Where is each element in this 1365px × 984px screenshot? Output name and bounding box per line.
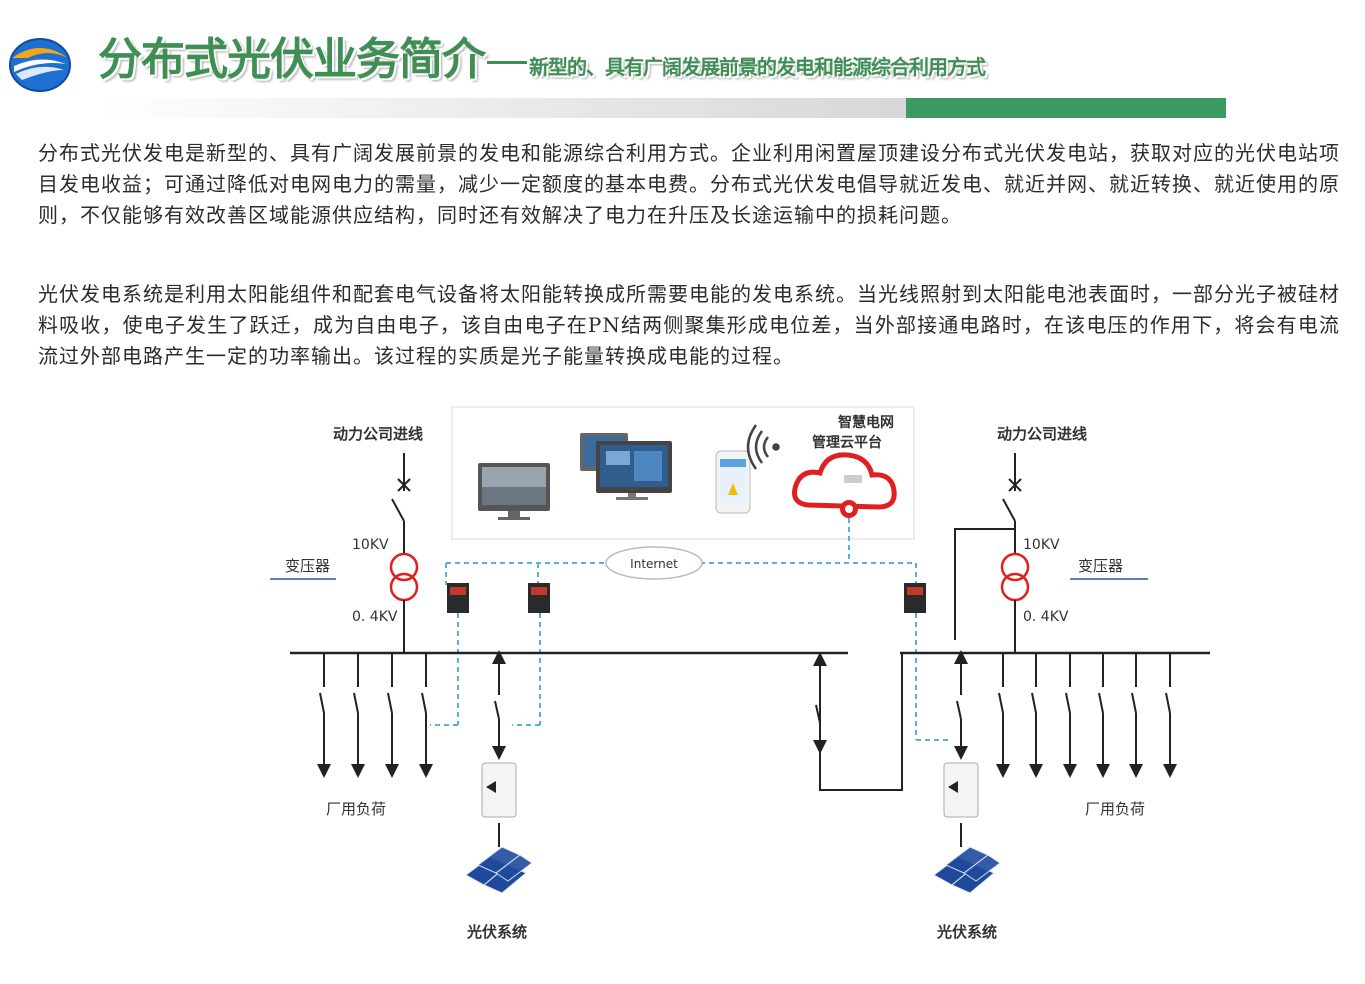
pv-feeder [954, 650, 968, 760]
left-incoming-line [389, 453, 419, 653]
inverter-icon [481, 762, 517, 847]
monitor-icon [478, 463, 550, 520]
smart-meter-icon [447, 583, 469, 613]
wireless-signal-icon [746, 424, 780, 470]
internet-cloud [605, 546, 703, 580]
right-transformer-label: 变压器 [1078, 557, 1123, 575]
header-green-bar [906, 98, 1226, 118]
pv-feeder [492, 650, 506, 760]
grid-connection-diagram: 智慧电网 管理云平台 Internet 动力公司进线 10KV [270, 406, 1210, 941]
desktop-monitor-icon [580, 433, 672, 500]
load-feeder [1029, 653, 1043, 778]
left-hv-label: 10KV [352, 537, 389, 553]
solar-panel-icon [465, 846, 533, 894]
network-dashed-lines [430, 518, 950, 741]
smart-meter-icon [528, 583, 550, 613]
left-pv-label: 光伏系统 [466, 923, 527, 941]
header: 分布式光伏业务简介 新型的、具有广阔发展前景的发电和能源综合利用方式 [0, 0, 1365, 125]
right-load-label: 厂用负荷 [1085, 800, 1145, 818]
busbar-tie-line [819, 653, 903, 791]
left-lv-label: 0. 4KV [352, 609, 398, 625]
load-feeder [351, 653, 365, 778]
cloud-label-line2: 管理云平台 [812, 434, 882, 451]
right-pv-label: 光伏系统 [936, 923, 997, 941]
title-main: 分布式光伏业务简介 [98, 34, 486, 85]
company-logo-icon [9, 38, 71, 92]
right-hv-label: 10KV [1023, 537, 1060, 553]
tie-feeder [813, 652, 827, 754]
right-incoming-line [954, 453, 1030, 653]
left-transformer-label: 变压器 [285, 557, 330, 575]
load-feeder [419, 653, 433, 778]
load-feeder [1063, 653, 1077, 778]
right-lv-label: 0. 4KV [1023, 609, 1069, 625]
right-incoming-label: 动力公司进线 [997, 425, 1087, 443]
load-feeder [385, 653, 399, 778]
smart-meter-icon [904, 583, 926, 613]
left-load-label: 厂用负荷 [326, 800, 386, 818]
page-title: 分布式光伏业务简介 新型的、具有广阔发展前景的发电和能源综合利用方式 [98, 30, 986, 97]
cloud-platform-icon [792, 452, 897, 518]
header-gradient-bar [98, 98, 906, 118]
internet-label: Internet [630, 557, 678, 571]
load-feeder [1096, 653, 1110, 778]
intro-paragraph: 分布式光伏发电是新型的、具有广阔发展前景的发电和能源综合利用方式。企业利用闲置屋… [38, 141, 1340, 227]
mobile-phone-icon [715, 450, 751, 514]
load-feeder [1163, 653, 1177, 778]
load-feeder [317, 653, 331, 778]
left-incoming-label: 动力公司进线 [333, 425, 423, 443]
cloud-label-line1: 智慧电网 [837, 414, 894, 431]
inverter-icon [943, 762, 979, 847]
pv-principle-paragraph: 光伏发电系统是利用太阳能组件和配套电气设备将太阳能转换成所需要电能的发电系统。当… [38, 282, 1340, 368]
load-feeder [1129, 653, 1143, 778]
title-dash [487, 60, 527, 64]
solar-panel-icon [933, 846, 1001, 894]
feeder-group [317, 650, 1177, 778]
title-subtitle: 新型的、具有广阔发展前景的发电和能源综合利用方式 [529, 55, 986, 79]
load-feeder [996, 653, 1010, 778]
